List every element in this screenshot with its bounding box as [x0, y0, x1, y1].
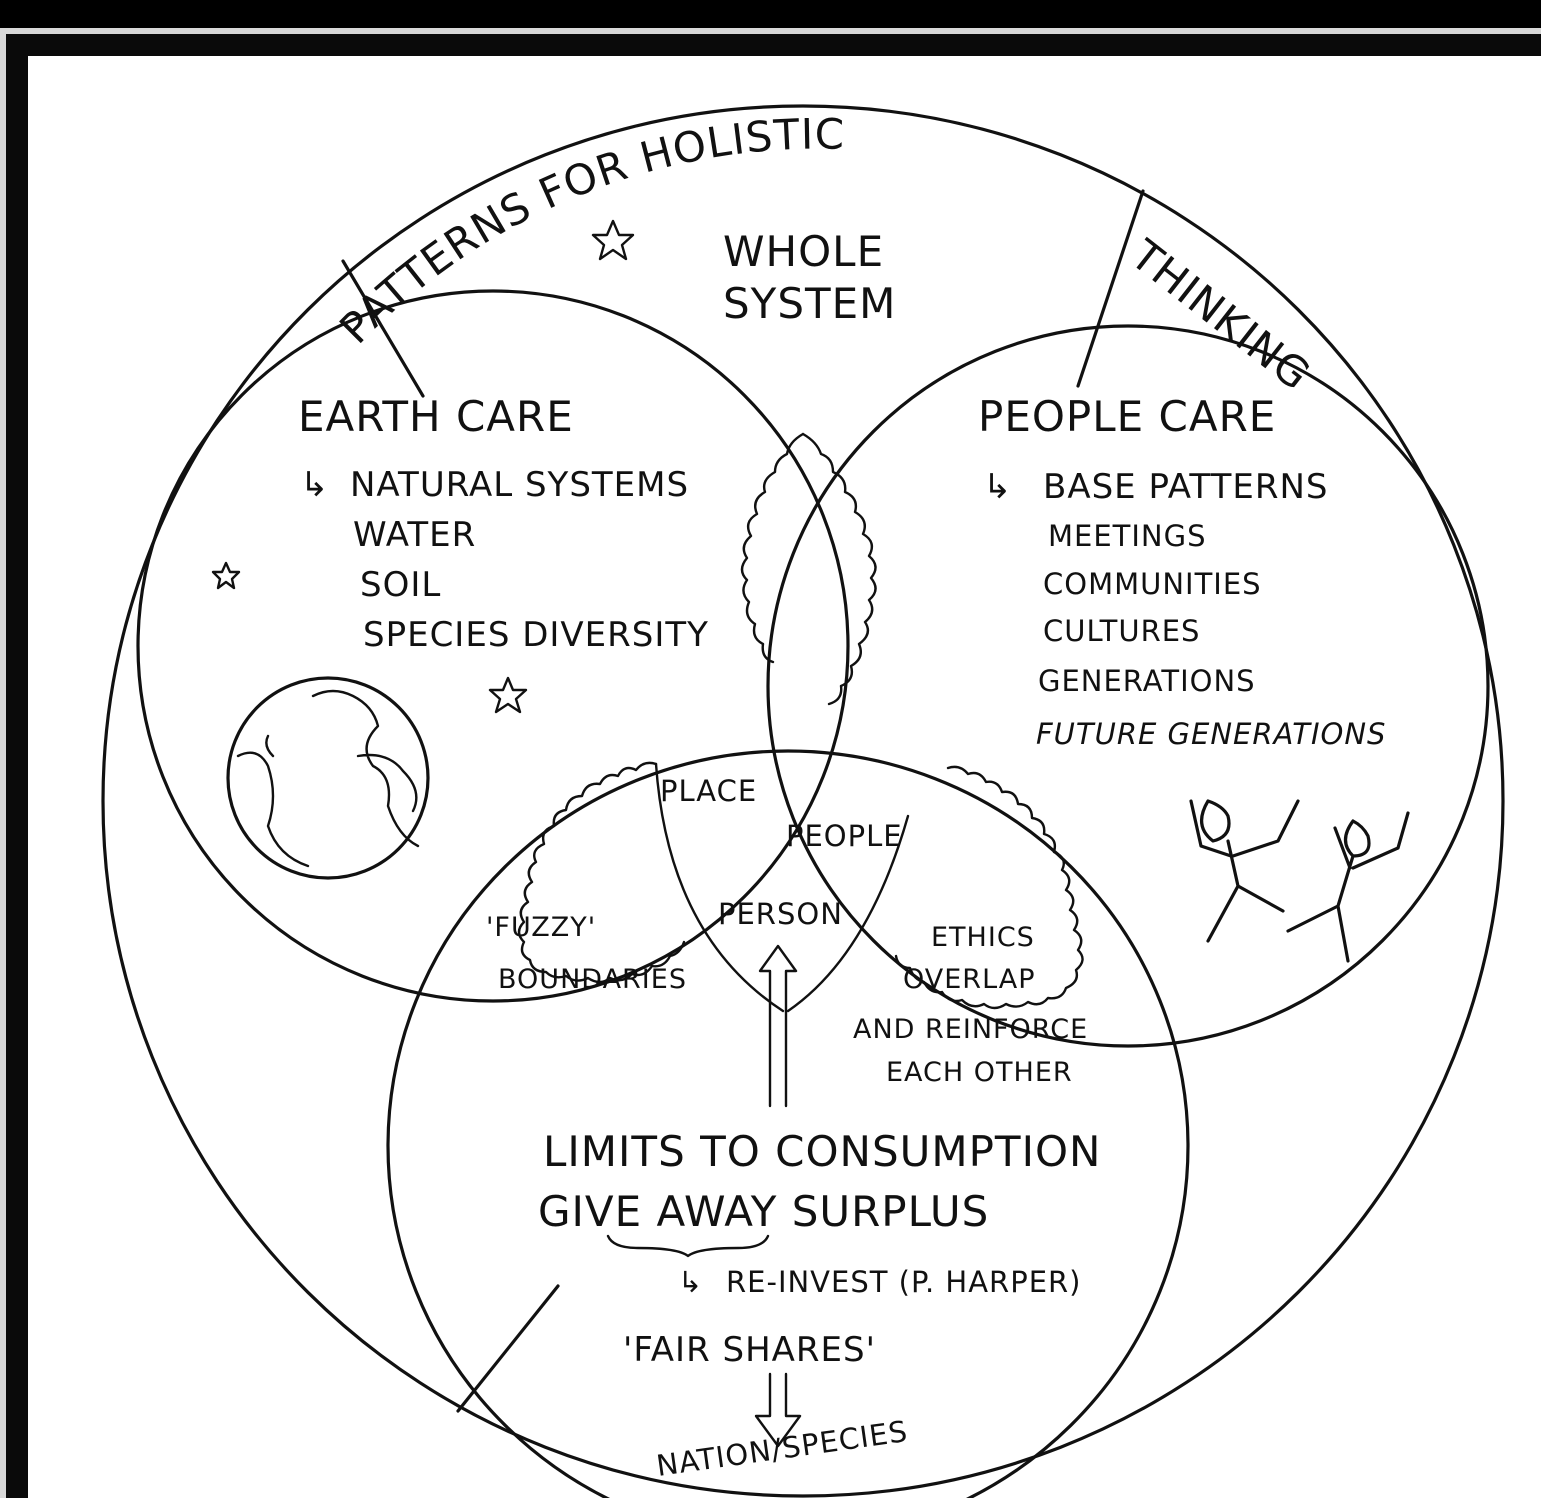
tick-top-right	[1078, 191, 1143, 386]
people-care-item-2: MEETINGS	[1048, 519, 1207, 553]
whole-system-line-1: WHOLE	[723, 227, 884, 276]
fair-shares-line-2: GIVE AWAY SURPLUS	[538, 1187, 989, 1236]
drawing-canvas: PATTERNS FOR HOLISTIC THINKING WHOLE SYS…	[28, 56, 1541, 1498]
people-care-item-3: COMMUNITIES	[1043, 567, 1262, 601]
permaculture-ethics-diagram: PATTERNS FOR HOLISTIC THINKING WHOLE SYS…	[28, 56, 1541, 1498]
ethics-line-2: OVERLAP	[903, 964, 1035, 995]
ethics-line-1: ETHICS	[931, 922, 1035, 953]
star-icon-middle	[490, 678, 526, 712]
reinvest-text: RE-INVEST (P. HARPER)	[726, 1265, 1081, 1299]
people-care-arrow-icon: ↳	[983, 467, 1013, 507]
fair-shares-line-1: LIMITS TO CONSUMPTION	[543, 1127, 1101, 1176]
inner-frame: PATTERNS FOR HOLISTIC THINKING WHOLE SYS…	[6, 34, 1541, 1498]
whole-system-line-2: SYSTEM	[723, 279, 896, 328]
title-arc-right-group: THINKING	[1121, 230, 1320, 400]
center-person: PERSON	[718, 897, 843, 931]
earth-care-item-2: WATER	[353, 515, 476, 555]
title-arc-right: THINKING	[1121, 230, 1320, 400]
up-arrow-icon	[760, 946, 796, 1106]
earth-care-title: EARTH CARE	[298, 392, 574, 441]
earth-care-item-1: NATURAL SYSTEMS	[350, 465, 689, 505]
star-icon-left	[213, 563, 239, 588]
nation-species-group: NATION/SPECIES	[654, 1414, 910, 1483]
outer-frame: PATTERNS FOR HOLISTIC THINKING WHOLE SYS…	[0, 28, 1541, 1498]
reinvest-arrow-icon: ↳	[678, 1265, 703, 1299]
fuzzy-boundary-top	[742, 434, 876, 704]
fuzzy-line-2: BOUNDARIES	[498, 964, 687, 995]
fair-shares-label: 'FAIR SHARES'	[623, 1330, 876, 1370]
ethics-line-3: AND REINFORCE	[853, 1014, 1088, 1045]
people-care-title: PEOPLE CARE	[978, 392, 1276, 441]
nation-species: NATION/SPECIES	[654, 1414, 910, 1483]
people-care-item-6: FUTURE GENERATIONS	[1036, 717, 1386, 751]
fair-shares-circle	[388, 751, 1188, 1498]
dancing-figures-icon	[1191, 801, 1408, 961]
earth-care-item-3: SOIL	[360, 565, 441, 605]
earth-care-item-4: SPECIES DIVERSITY	[363, 615, 709, 655]
people-care-item-5: GENERATIONS	[1038, 664, 1256, 698]
tick-bottom-left	[458, 1286, 558, 1411]
earth-care-arrow-icon: ↳	[300, 465, 330, 505]
brace-under-give	[608, 1236, 768, 1256]
center-people: PEOPLE	[786, 819, 903, 853]
fuzzy-line-1: 'FUZZY'	[486, 912, 596, 943]
ethics-line-4: EACH OTHER	[886, 1057, 1073, 1088]
star-icon-top	[593, 221, 633, 259]
globe-icon	[228, 678, 428, 878]
people-care-item-4: CULTURES	[1043, 614, 1200, 648]
people-care-item-1: BASE PATTERNS	[1043, 467, 1328, 507]
center-place: PLACE	[660, 774, 757, 808]
